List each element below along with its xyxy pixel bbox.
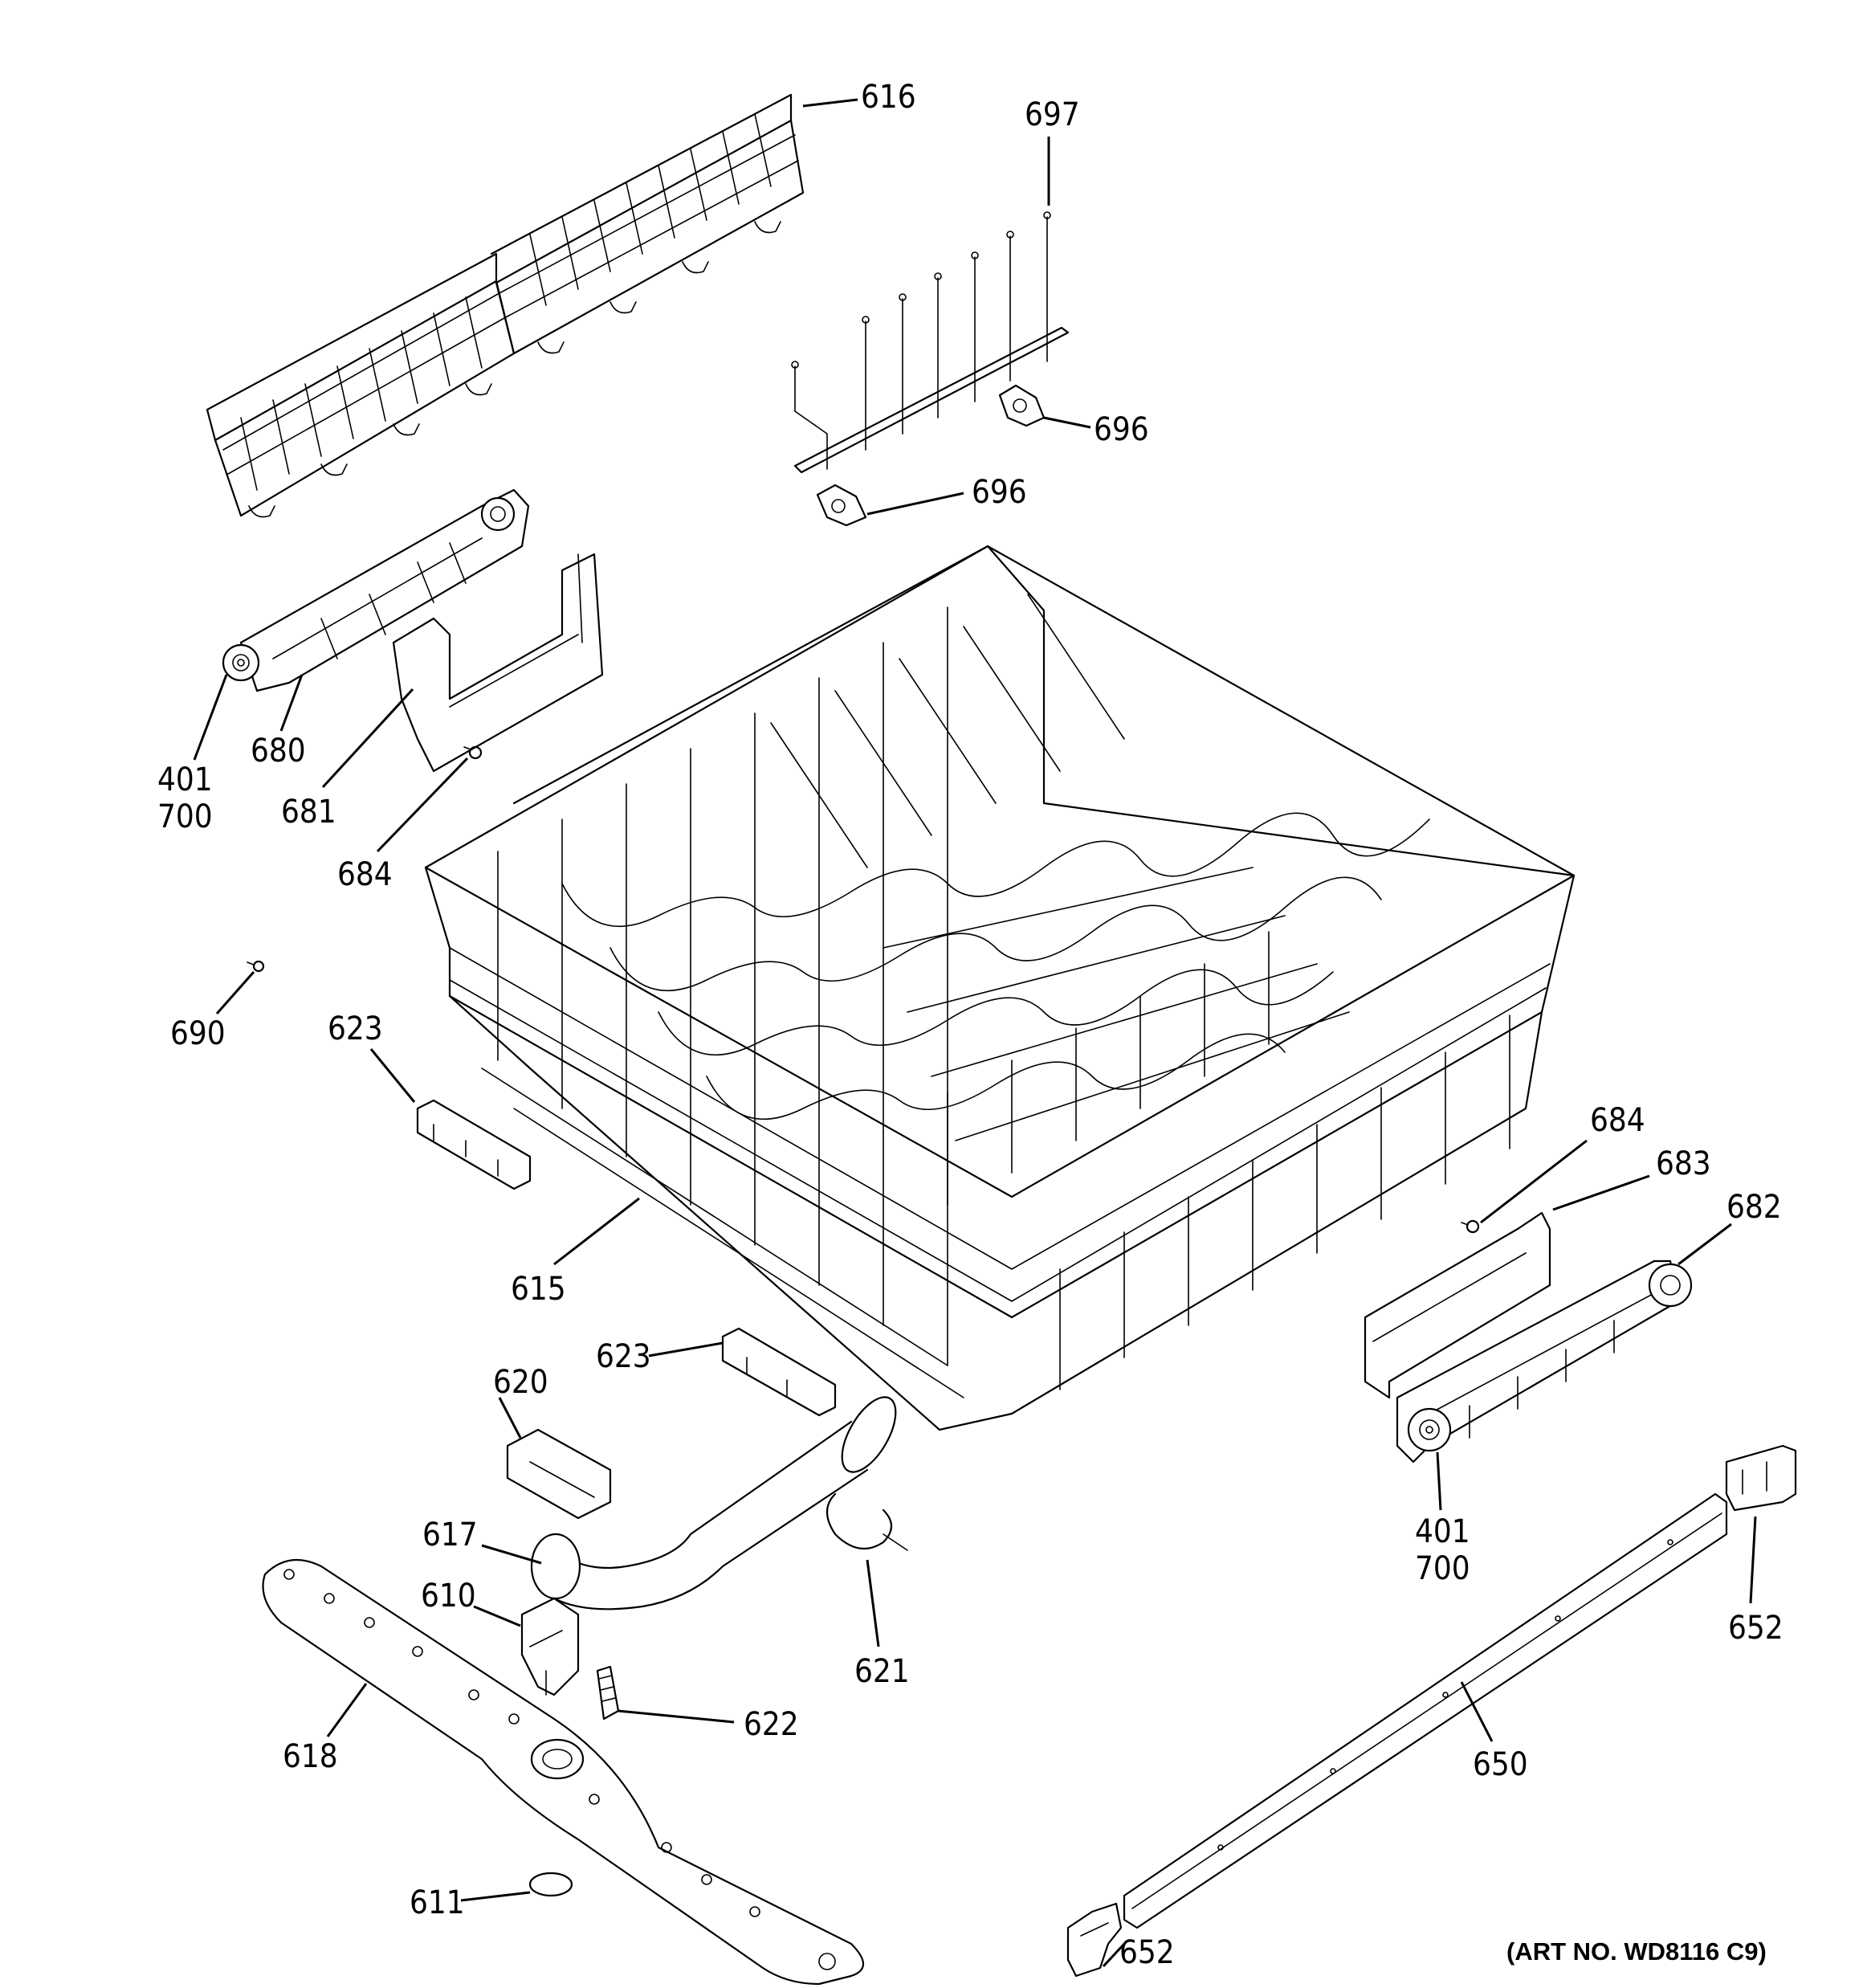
callout-623-left: 623 — [328, 1010, 383, 1047]
part-681-left-bracket — [392, 553, 604, 773]
leader-684a — [376, 757, 469, 853]
part-682-right-rail — [1396, 1259, 1693, 1463]
callout-623-lower: 623 — [596, 1338, 651, 1375]
callout-684-lower: 684 — [1590, 1102, 1645, 1139]
part-696-clip-upper — [998, 384, 1046, 427]
leader-622 — [618, 1709, 735, 1724]
part-611-washer — [528, 1872, 573, 1897]
part-684-screw-upper — [463, 745, 483, 760]
leader-620 — [498, 1397, 522, 1439]
callout-683: 683 — [1656, 1145, 1711, 1182]
callout-620: 620 — [493, 1364, 548, 1401]
leader-lines — [193, 98, 1757, 1968]
part-683-right-bracket — [1364, 1211, 1551, 1399]
leader-610 — [473, 1605, 521, 1627]
part-652-end-cap-left — [1066, 1902, 1123, 1978]
callout-682: 682 — [1726, 1189, 1782, 1226]
leader-616 — [802, 98, 858, 108]
callout-616: 616 — [861, 79, 916, 116]
callout-696-lower: 696 — [972, 474, 1027, 511]
callout-617: 617 — [422, 1517, 478, 1553]
leader-615 — [553, 1197, 640, 1266]
part-690-screw — [247, 960, 265, 973]
part-610-manifold — [520, 1597, 580, 1696]
part-680-left-rail — [222, 488, 530, 692]
callout-700-upper: 700 — [157, 798, 213, 835]
part-623-clip-lower — [721, 1327, 837, 1417]
callout-615: 615 — [511, 1271, 566, 1308]
leader-696b — [866, 492, 964, 516]
part-620-cover — [506, 1428, 612, 1520]
leader-652a — [1749, 1516, 1757, 1604]
leader-650 — [1460, 1681, 1494, 1742]
leader-681 — [321, 688, 414, 789]
part-684-screw-lower — [1461, 1219, 1480, 1234]
leader-401a — [193, 674, 228, 761]
callout-680: 680 — [251, 733, 306, 769]
leader-652b — [1102, 1942, 1126, 1968]
callout-681: 681 — [281, 794, 336, 831]
leader-680 — [279, 674, 304, 732]
callout-611: 611 — [410, 1884, 465, 1921]
leader-623a — [369, 1048, 416, 1103]
part-401-wheel-lower-marker — [1425, 1426, 1433, 1434]
part-618-spray-arm — [262, 1558, 865, 1986]
part-616-rack-panel — [206, 93, 805, 518]
leader-617 — [481, 1544, 542, 1565]
leader-696a — [1043, 416, 1091, 429]
part-401-wheel-upper-marker — [237, 659, 245, 667]
leader-621 — [866, 1559, 880, 1647]
callout-697: 697 — [1025, 96, 1080, 133]
callout-621: 621 — [854, 1653, 910, 1690]
callout-622: 622 — [744, 1706, 799, 1743]
leader-683 — [1552, 1174, 1650, 1211]
leader-611 — [460, 1891, 531, 1902]
leader-682 — [1678, 1223, 1732, 1266]
art-number: (ART NO. WD8116 C9) — [1506, 1937, 1767, 1966]
callout-684-upper: 684 — [337, 856, 393, 893]
callout-652-right: 652 — [1728, 1610, 1784, 1647]
callout-700-lower: 700 — [1415, 1550, 1470, 1587]
callout-650: 650 — [1473, 1746, 1528, 1783]
callout-652-left: 652 — [1119, 1934, 1175, 1971]
callout-696-upper: 696 — [1094, 411, 1149, 448]
part-650-track — [1123, 1492, 1728, 1929]
part-623-clip-left — [416, 1099, 532, 1190]
part-621-clamp — [826, 1492, 908, 1551]
part-617-conduit — [530, 1396, 897, 1610]
callout-618: 618 — [283, 1738, 338, 1775]
part-697-tine-rack — [791, 211, 1070, 474]
callout-401-upper: 401 — [157, 761, 213, 798]
leader-618 — [326, 1683, 368, 1737]
callout-labels: 616 697 696 696 401 700 680 681 684 690 … — [157, 79, 1784, 1971]
callout-610: 610 — [421, 1578, 476, 1614]
leader-623b — [648, 1341, 724, 1357]
leader-401b — [1436, 1451, 1442, 1511]
leader-690 — [215, 971, 255, 1014]
callout-401-lower: 401 — [1415, 1513, 1470, 1550]
leader-684b — [1480, 1139, 1588, 1224]
part-622-screw — [596, 1665, 620, 1721]
part-652-end-cap-right — [1725, 1444, 1797, 1512]
part-615-upper-rack — [424, 545, 1576, 1431]
callout-690: 690 — [170, 1015, 226, 1052]
part-696-clip-lower — [816, 484, 867, 527]
